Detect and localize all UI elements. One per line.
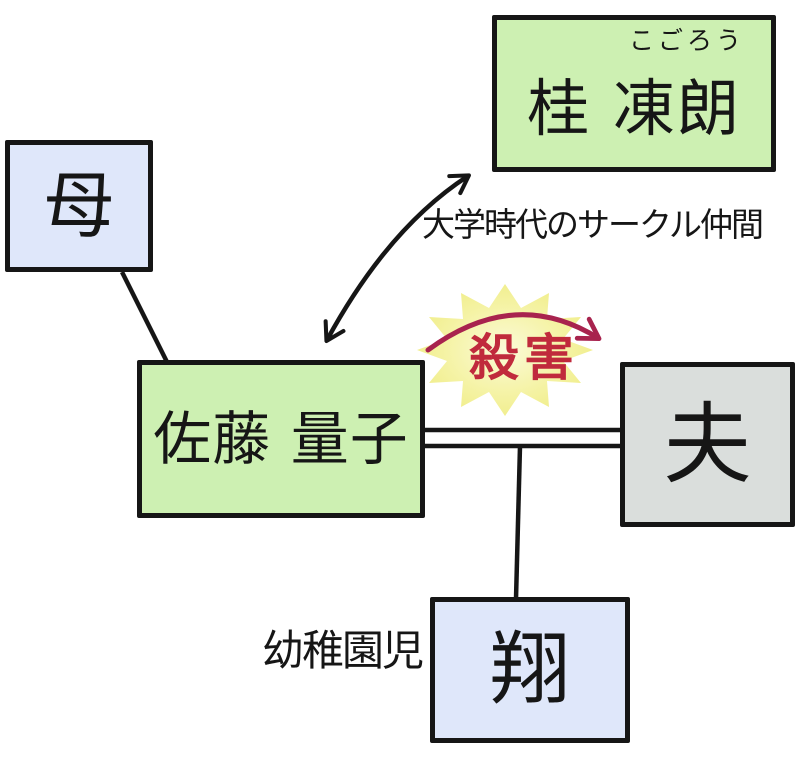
node-mother-label: 母 [42, 164, 115, 248]
mother-line [119, 270, 170, 364]
node-katsura: こごろう 桂 凍朗 [492, 15, 776, 172]
node-ryoko-label: 佐藤 量子 [153, 405, 409, 473]
child-line [513, 445, 523, 600]
starburst-shape [417, 284, 593, 416]
edge-label-circle-friends: 大学時代のサークル仲間 [422, 205, 764, 244]
murder-arrow [425, 312, 602, 353]
mutual-arrow [323, 173, 471, 344]
edge-label-murder: 殺害 [469, 329, 579, 387]
node-sho-label: 翔 [490, 623, 570, 716]
annotation-kindergarten: 幼稚園児 [262, 626, 424, 675]
node-ryoko: 佐藤 量子 [137, 360, 425, 518]
node-husband-label: 夫 [663, 392, 752, 496]
node-mother: 母 [5, 140, 153, 272]
node-sho: 翔 [430, 597, 630, 743]
node-katsura-label: 桂 凍朗 [527, 71, 741, 145]
node-husband: 夫 [620, 362, 795, 527]
furigana-kogoro: こごろう [628, 26, 745, 55]
